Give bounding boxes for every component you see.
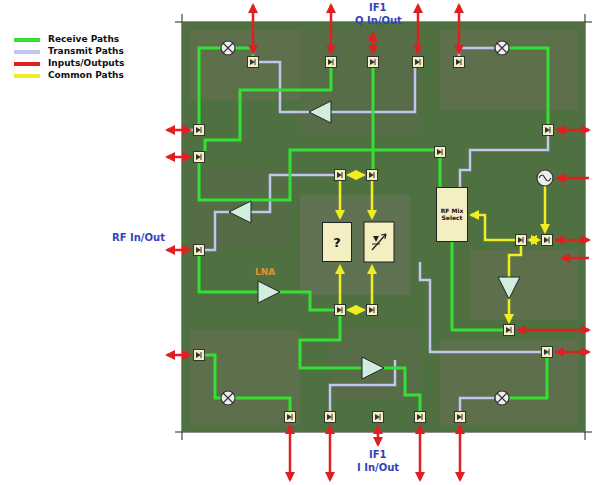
port-label: Q In/Out <box>355 15 402 26</box>
port-label: IF1 <box>369 449 387 460</box>
transmit-paths <box>188 48 548 411</box>
box-label: ? <box>333 235 341 250</box>
legend-swatch <box>14 38 40 42</box>
receive-paths <box>199 48 548 411</box>
port-label: RF In/Out <box>112 232 165 243</box>
common-paths <box>340 175 545 322</box>
input-output-arrows <box>167 5 589 480</box>
legend-swatch <box>14 50 40 54</box>
legend-swatch <box>14 74 40 78</box>
legend-text: Inputs/Outputs <box>48 58 124 68</box>
oscillator-symbol <box>537 170 553 186</box>
box-content: ? <box>333 235 341 250</box>
unknown-block: ? <box>322 222 352 262</box>
legend-text: Transmit Paths <box>48 46 124 56</box>
mix-select-box: RF Mix Select <box>436 187 468 242</box>
amplifier-symbols <box>229 101 520 379</box>
legend-text: Receive Paths <box>48 34 119 44</box>
mixer-symbols <box>221 41 509 405</box>
legend-text: Common Paths <box>48 70 124 80</box>
switch-symbols <box>194 57 554 423</box>
block-name: LNA <box>255 267 275 277</box>
chip-frame <box>175 14 592 440</box>
box-content: RF Mix Select <box>439 208 465 222</box>
detector-symbol <box>364 222 394 262</box>
port-label: IF1 <box>369 2 387 13</box>
port-label: I In/Out <box>357 462 399 473</box>
legend-swatch <box>14 62 40 66</box>
box-label: RF Mix Select <box>439 208 465 222</box>
